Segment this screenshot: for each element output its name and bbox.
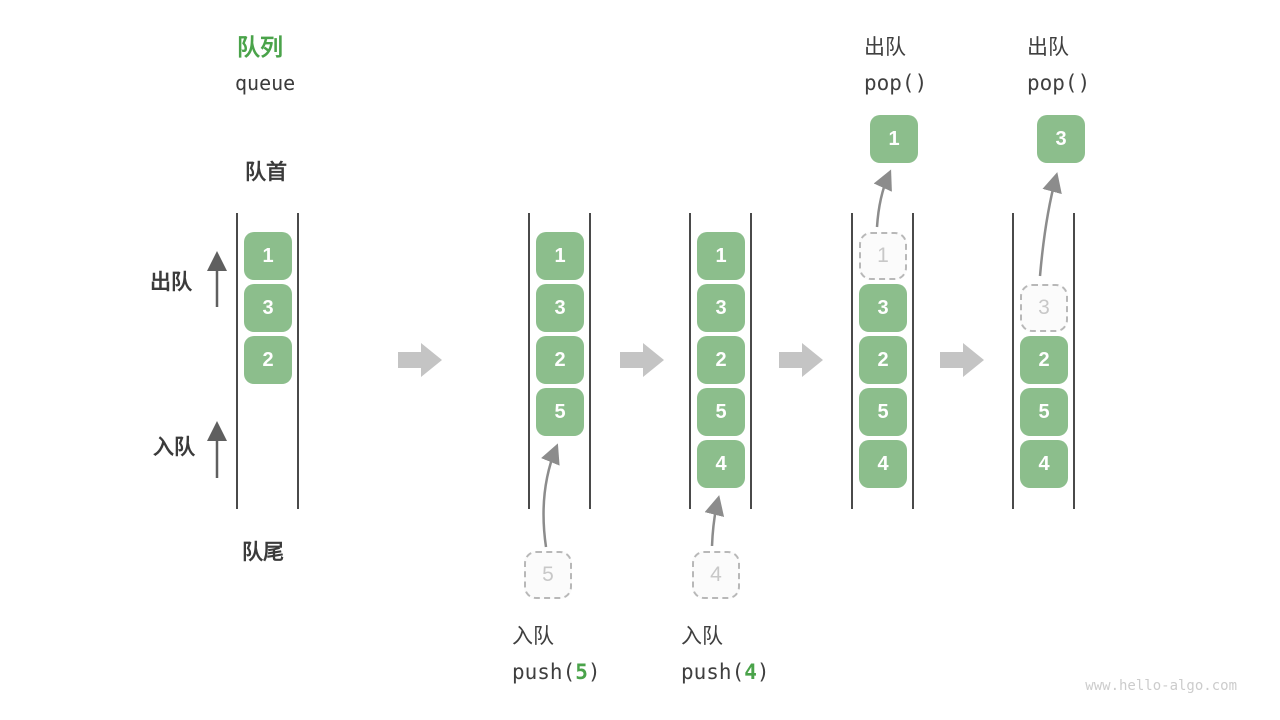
pop2-operation-label: 出队 pop(): [1027, 31, 1090, 95]
pop1-arrow: [873, 169, 892, 228]
push5-fn-close: ): [587, 660, 601, 684]
queue-element: 1: [697, 232, 745, 280]
push5-fn-open: push(: [512, 660, 576, 684]
queue-wall: [851, 213, 853, 509]
pop2-code-label: pop(): [1027, 71, 1091, 95]
queue-wall: [297, 213, 299, 509]
queue-wall: [689, 213, 691, 509]
queue-element: 3: [859, 284, 907, 332]
queue-wall: [750, 213, 752, 509]
push5-arrow: [541, 443, 560, 548]
label-queue-rear: 队尾: [242, 541, 284, 564]
queue-element: 5: [859, 388, 907, 436]
state-transition-arrow-1: [398, 343, 442, 377]
queue-element: 3: [697, 284, 745, 332]
queue-wall: [1012, 213, 1014, 509]
incoming-element-ghost: 4: [692, 551, 740, 599]
push5-operation-label: 入队 push(5): [512, 620, 601, 684]
queue-element: 3: [244, 284, 292, 332]
queue-element: 1: [244, 232, 292, 280]
label-queue-front: 队首: [245, 161, 287, 184]
state-transition-arrow-2: [620, 343, 664, 377]
removed-element-ghost: 1: [859, 232, 907, 280]
push5-arg: 5: [575, 660, 588, 684]
page-title: 队列: [237, 34, 283, 60]
popped-element: 3: [1037, 115, 1085, 163]
queue-wall: [236, 213, 238, 509]
pop1-operation-label: 出队 pop(): [864, 31, 927, 95]
pop3-arrow: [1038, 172, 1062, 277]
state-transition-arrow-4: [940, 343, 984, 377]
queue-element: 2: [536, 336, 584, 384]
push4-code-label: push(4): [681, 660, 770, 684]
queue-element: 2: [244, 336, 292, 384]
queue-element: 1: [536, 232, 584, 280]
queue-wall: [912, 213, 914, 509]
queue-wall: [589, 213, 591, 509]
label-enqueue-side: 入队: [153, 436, 195, 459]
label-dequeue-side: 出队: [150, 271, 192, 294]
queue-element: 2: [859, 336, 907, 384]
push4-arrow: [704, 495, 725, 547]
queue-element: 5: [697, 388, 745, 436]
push4-arg: 4: [744, 660, 757, 684]
queue-element: 4: [697, 440, 745, 488]
page-subtitle: queue: [235, 71, 296, 95]
pop1-zh-label: 出队: [864, 36, 906, 59]
queue-wall: [1073, 213, 1075, 509]
push4-fn-open: push(: [681, 660, 745, 684]
push4-zh-label: 入队: [681, 625, 723, 648]
queue-element: 5: [1020, 388, 1068, 436]
incoming-element-ghost: 5: [524, 551, 572, 599]
queue-element: 3: [536, 284, 584, 332]
queue-wall: [528, 213, 530, 509]
queue-element: 5: [536, 388, 584, 436]
removed-element-ghost: 3: [1020, 284, 1068, 332]
queue-element: 2: [1020, 336, 1068, 384]
state-transition-arrow-3: [779, 343, 823, 377]
pop2-zh-label: 出队: [1027, 36, 1069, 59]
pop1-code-label: pop(): [864, 71, 928, 95]
push5-zh-label: 入队: [512, 625, 554, 648]
push4-operation-label: 入队 push(4): [681, 620, 770, 684]
queue-element: 2: [697, 336, 745, 384]
popped-element: 1: [870, 115, 918, 163]
watermark: www.hello-algo.com: [1085, 678, 1237, 694]
queue-element: 4: [1020, 440, 1068, 488]
queue-element: 4: [859, 440, 907, 488]
push5-code-label: push(5): [512, 660, 601, 684]
push4-fn-close: ): [756, 660, 770, 684]
